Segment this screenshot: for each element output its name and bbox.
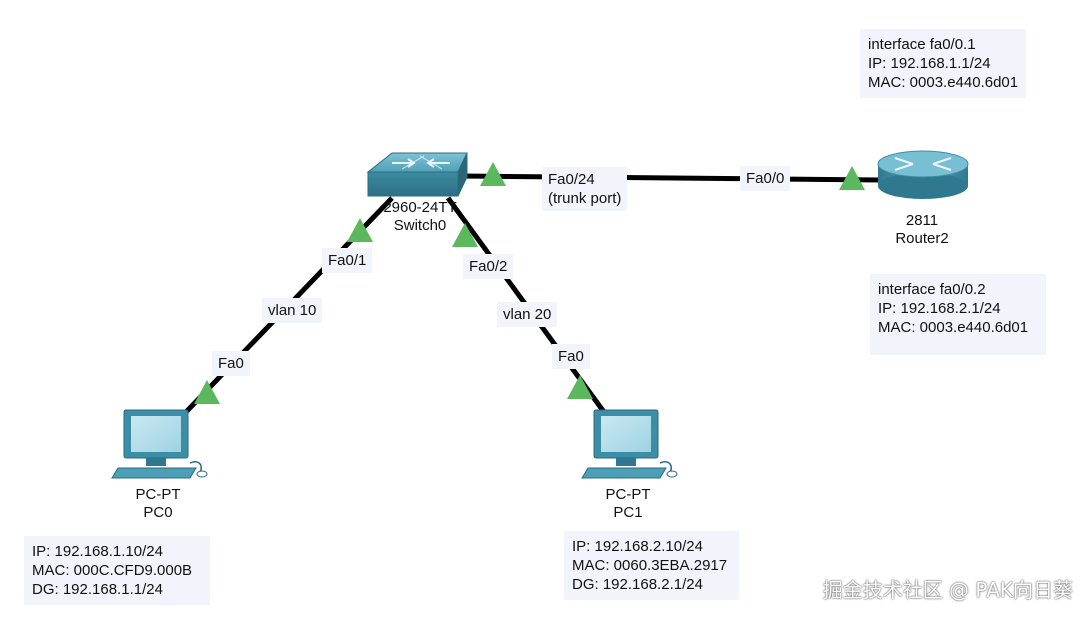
link-trunk: [461, 173, 881, 183]
router-icon[interactable]: [877, 150, 969, 199]
router-subinterface-1-note: interface fa0/0.1 IP: 192.168.1.1/24 MAC…: [860, 29, 1027, 98]
pc1-label: PC-PT PC1: [578, 486, 678, 522]
note-line: IP: 192.168.1.10/24: [32, 543, 163, 560]
note-line: MAC: 0060.3EBA.2917: [572, 557, 728, 574]
note-line: DG: 192.168.1.1/24: [32, 581, 163, 598]
pc0-config-note: IP: 192.168.1.10/24 MAC: 000C.CFD9.000B …: [24, 536, 211, 605]
pc0-label: PC-PT PC0: [108, 486, 208, 522]
port-indicator-router-fa0-0: [839, 166, 865, 190]
note-line: MAC: 0003.e440.6d01: [878, 319, 1029, 336]
vlan10-label: vlan 10: [262, 298, 323, 323]
pc0-icon[interactable]: [111, 409, 208, 479]
port-indicator-switch-fa0-24: [480, 162, 506, 186]
trunk-port-note: (trunk port): [548, 190, 622, 207]
note-line: MAC: 000C.CFD9.000B: [32, 562, 193, 579]
switch-name: Switch0: [393, 217, 447, 234]
note-line: IP: 192.168.1.1/24: [868, 55, 991, 72]
switch-fa0-2-label: Fa0/2: [463, 254, 514, 279]
switch-icon[interactable]: [366, 152, 468, 197]
port-indicator-switch-fa0-2: [452, 223, 478, 247]
note-line: MAC: 0003.e440.6d01: [868, 74, 1019, 91]
vlan20-label: vlan 20: [497, 302, 558, 327]
router-label: 2811 Router2: [872, 212, 972, 248]
switch-model: 2960-24TT: [383, 199, 457, 216]
router-name: Router2: [895, 230, 949, 247]
pc1-icon[interactable]: [581, 409, 678, 479]
watermark: 掘金技术社区 @ PAK向日葵: [822, 578, 1073, 602]
switch-label: 2960-24TT Switch0: [370, 199, 470, 235]
pc1-config-note: IP: 192.168.2.10/24 MAC: 0060.3EBA.2917 …: [564, 531, 740, 600]
switch-fa0-1-label: Fa0/1: [322, 248, 373, 273]
pc0-port-label: Fa0: [212, 351, 250, 376]
note-line: IP: 192.168.2.10/24: [572, 538, 703, 555]
pc1-name: PC1: [613, 504, 643, 521]
trunk-switch-port: Fa0/24: [548, 171, 595, 188]
pc0-model: PC-PT: [135, 486, 181, 503]
pc1-port-label: Fa0: [552, 344, 590, 369]
note-line: interface fa0/0.2: [878, 281, 986, 298]
note-line: DG: 192.168.2.1/24: [572, 576, 703, 593]
router-port-label: Fa0/0: [740, 166, 791, 191]
port-indicator-pc1-fa0: [567, 375, 593, 399]
port-indicator-pc0-fa0: [194, 380, 220, 404]
note-line: IP: 192.168.2.1/24: [878, 300, 1001, 317]
pc1-model: PC-PT: [605, 486, 651, 503]
router-subinterface-2-note: interface fa0/0.2 IP: 192.168.2.1/24 MAC…: [870, 274, 1047, 355]
trunk-port-label: Fa0/24 (trunk port): [542, 167, 628, 211]
pc0-name: PC0: [143, 504, 173, 521]
router-model: 2811: [905, 212, 939, 229]
note-line: interface fa0/0.1: [868, 36, 976, 53]
port-indicator-switch-fa0-1: [347, 218, 373, 242]
